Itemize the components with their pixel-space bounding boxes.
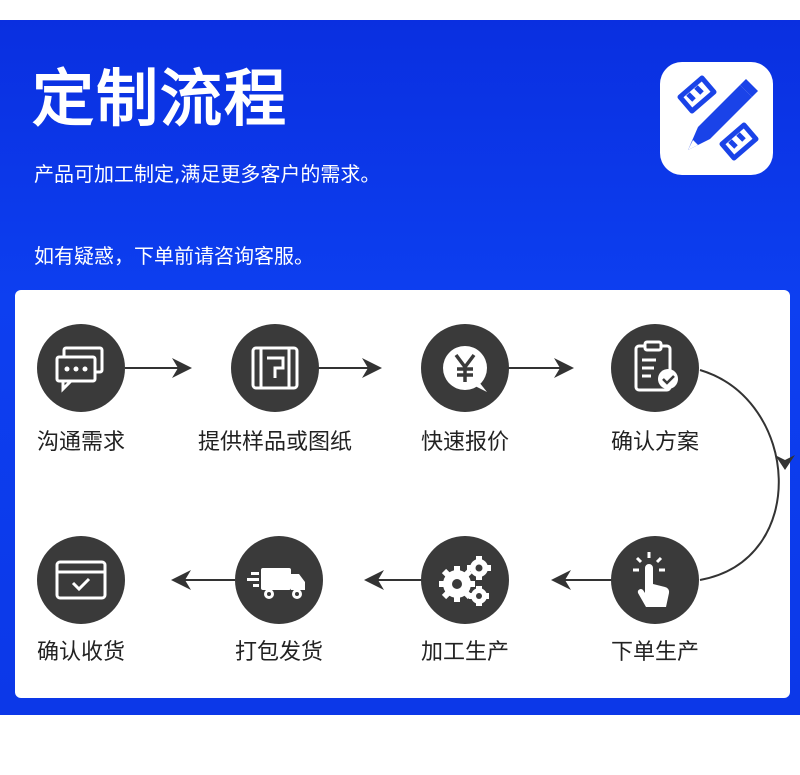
step-label: 加工生产 (420, 640, 510, 665)
step-label: 提供样品或图纸 (197, 430, 353, 455)
subtitle: 产品可加工制定,满足更多客户的需求。 (34, 162, 381, 186)
step-label: 确认收货 (36, 640, 126, 665)
box-check-icon (37, 536, 125, 624)
delivery-truck-icon (235, 536, 323, 624)
contact-note: 如有疑惑，下单前请咨询客服。 (34, 244, 314, 268)
pencil-ruler-icon (660, 62, 773, 175)
blueprint-icon (231, 324, 319, 412)
step-label: 沟通需求 (36, 430, 126, 455)
page-title: 定制流程 (32, 62, 289, 135)
step-label: 快速报价 (420, 430, 510, 455)
yen-quote-icon (421, 324, 509, 412)
step-label: 下单生产 (610, 640, 700, 665)
step-label: 确认方案 (610, 430, 700, 455)
tap-finger-icon (611, 536, 699, 624)
step-label: 打包发货 (234, 640, 324, 665)
clipboard-check-icon (611, 324, 699, 412)
gears-icon (421, 536, 509, 624)
chat-bubbles-icon (37, 324, 125, 412)
